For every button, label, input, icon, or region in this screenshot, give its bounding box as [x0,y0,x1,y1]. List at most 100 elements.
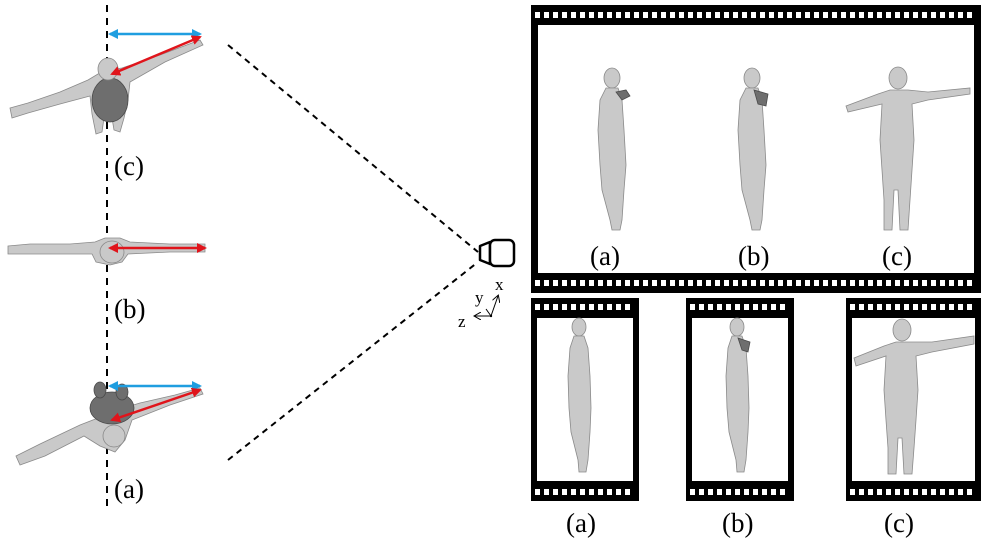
film-sprocket-hole [742,280,747,286]
film-sprocket-hole [769,280,774,286]
film-sprocket-hole [724,280,729,286]
film-sprocket-hole [544,12,549,18]
film-sprocket-hole [661,280,666,286]
film-sprocket-hole [859,280,864,286]
film-sprocket-hole [850,12,855,18]
film-sprocket-hole [753,489,758,495]
film-sprocket-hole [823,280,828,286]
frustum-line-top [227,44,479,253]
film-sprocket-hole [589,280,594,286]
film-sprocket-hole [895,280,900,286]
wide-label-c: (c) [882,241,912,271]
film-sprocket-hole [634,280,639,286]
side-figure-b [737,67,769,231]
film-sprocket-hole [931,489,936,495]
small-label-a: (a) [566,508,596,538]
film-sprocket-hole [886,489,891,495]
film-sprocket-hole [697,280,702,286]
film-sprocket-hole [643,280,648,286]
film-sprocket-hole [571,304,576,310]
film-sprocket-hole [841,12,846,18]
film-sprocket-hole [814,280,819,286]
film-sprocket-hole [625,12,630,18]
film-sprocket-hole [778,280,783,286]
axis-label-z: z [458,312,466,331]
film-sprocket-hole [780,489,785,495]
film-sprocket-hole [607,489,612,495]
film-sprocket-hole [958,280,963,286]
film-sprocket-hole [735,304,740,310]
film-sprocket-hole [706,280,711,286]
film-sprocket-hole [717,304,722,310]
top-view-figure-c [9,29,204,135]
film-sprocket-hole [769,12,774,18]
red-arrow-a [110,387,202,423]
film-sprocket-hole [958,12,963,18]
film-sprocket-hole [562,12,567,18]
film-sprocket-hole [904,12,909,18]
film-sprocket-hole [580,280,585,286]
side-figure-a [597,67,631,231]
film-sprocket-hole [717,489,722,495]
film-sprocket-hole [652,280,657,286]
film-sprocket-hole [562,304,567,310]
film-sprocket-hole [670,280,675,286]
film-sprocket-hole [967,12,972,18]
wide-label-b: (b) [738,241,769,271]
film-sprocket-hole [949,280,954,286]
top-view-label-a: (a) [114,474,144,504]
film-sprocket-hole [634,12,639,18]
film-sprocket-hole [562,489,567,495]
film-sprocket-hole [751,12,756,18]
film-sprocket-hole [904,280,909,286]
film-sprocket-hole [958,489,963,495]
film-sprocket-hole [753,304,758,310]
film-sprocket-hole [571,489,576,495]
film-sprocket-hole [762,304,767,310]
film-sprocket-hole [931,304,936,310]
film-sprocket-hole [733,280,738,286]
film-sprocket-hole [904,304,909,310]
film-sprocket-hole [625,489,630,495]
film-sprocket-hole [708,489,713,495]
film-sprocket-hole [967,280,972,286]
film-sprocket-hole [553,489,558,495]
film-sprocket-hole [625,280,630,286]
film-sprocket-hole [949,12,954,18]
film-sprocket-hole [877,280,882,286]
film-sprocket-hole [762,489,767,495]
small-label-c: (c) [884,508,914,538]
film-sprocket-hole [643,12,648,18]
top-view-figure-b [7,237,207,266]
film-sprocket-hole [850,304,855,310]
film-sprocket-hole [787,12,792,18]
film-sprocket-hole [679,280,684,286]
film-sprocket-hole [787,280,792,286]
film-sprocket-hole [949,304,954,310]
film-sprocket-hole [796,280,801,286]
film-sprocket-hole [535,304,540,310]
film-sprocket-hole [859,304,864,310]
red-arrow-c [110,35,202,76]
film-sprocket-hole [778,12,783,18]
film-sprocket-hole [589,489,594,495]
axis-label-y: y [475,288,484,307]
film-sprocket-hole [598,280,603,286]
film-sprocket-hole [967,304,972,310]
film-sprocket-hole [859,12,864,18]
film-sprocket-hole [886,12,891,18]
axes-triad-icon [475,296,498,317]
film-sprocket-hole [913,489,918,495]
film-sprocket-hole [949,489,954,495]
film-sprocket-hole [726,304,731,310]
film-sprocket-hole [690,304,695,310]
film-sprocket-hole [580,489,585,495]
film-sprocket-hole [708,304,713,310]
film-sprocket-hole [940,489,945,495]
wide-label-a: (a) [590,241,620,271]
frustum-line-bottom [227,261,479,461]
film-sprocket-hole [616,280,621,286]
film-sprocket-hole [940,12,945,18]
camera-icon [478,238,516,268]
